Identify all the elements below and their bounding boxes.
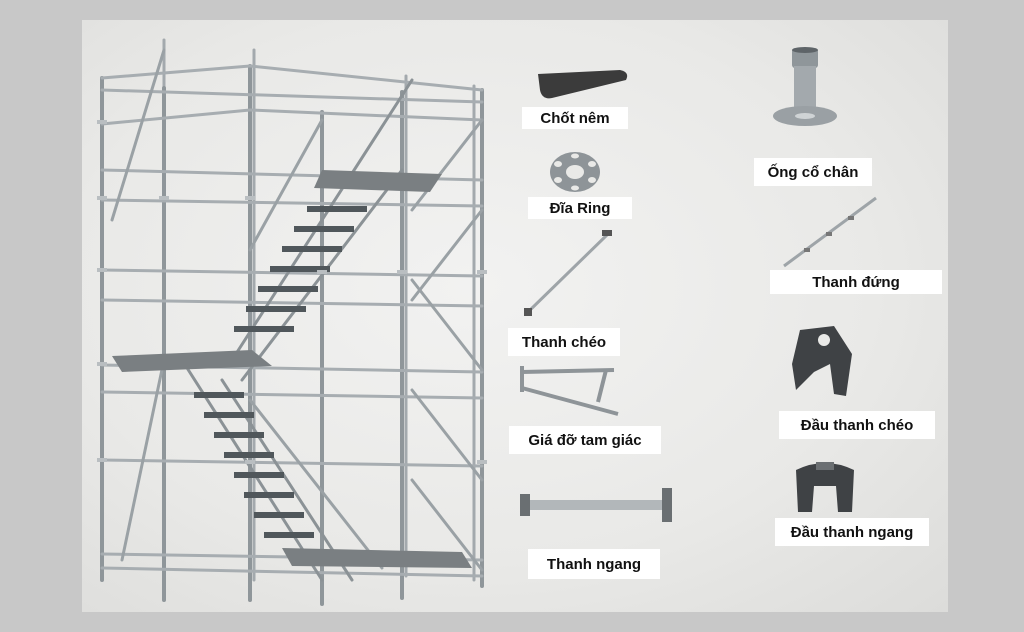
- label-thanh-ngang: Thanh ngang: [528, 549, 660, 579]
- ledger-head-icon: [796, 462, 854, 512]
- label-thanh-cheo: Thanh chéo: [508, 328, 620, 356]
- label-dau-thanh-cheo: Đầu thanh chéo: [779, 411, 935, 439]
- ring-disc-icon: [550, 152, 600, 192]
- triangle-bracket-icon: [520, 366, 619, 416]
- label-thanh-dung: Thanh đứng: [770, 270, 942, 294]
- wedge-pin-icon: [538, 70, 628, 99]
- scaffold-tower-image: [97, 38, 487, 606]
- standard-icon: [783, 196, 877, 268]
- label-dau-thanh-ngang: Đầu thanh ngang: [775, 518, 929, 546]
- label-gia-do-tam-giac: Giá đỡ tam giác: [509, 426, 661, 454]
- base-collar-icon: [773, 47, 837, 126]
- brace-head-icon: [792, 326, 852, 396]
- label-chot-nem: Chốt nêm: [522, 107, 628, 129]
- label-ong-co-chan: Ống cổ chân: [754, 158, 872, 186]
- label-dia-ring: Đĩa Ring: [528, 197, 632, 219]
- diagonal-brace-icon: [524, 230, 612, 316]
- ledger-icon: [520, 488, 672, 522]
